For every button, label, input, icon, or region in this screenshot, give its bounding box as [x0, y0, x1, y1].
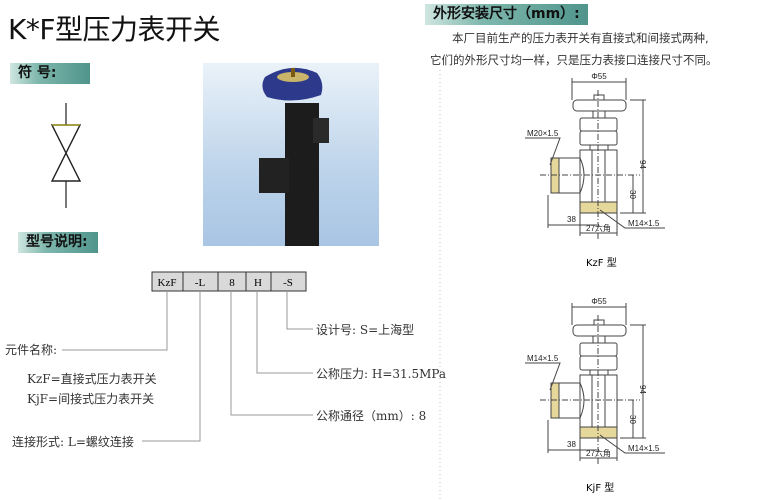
- diameter-label: Φ55: [591, 72, 607, 81]
- offset-label: 38: [567, 440, 576, 449]
- symbol-section-label: 符 号:: [10, 63, 90, 84]
- intro-line-2: 它们的外形尺寸均一样，只是压力表接口连接尺寸不同。: [430, 53, 718, 67]
- kzf-description: KzF=直接式压力表开关: [27, 372, 157, 386]
- product-photo: [203, 63, 379, 246]
- hex-label: 27六角: [586, 223, 611, 233]
- side-thread-label: M14×1.5: [527, 354, 559, 363]
- drawing-caption: KzF 型: [586, 256, 617, 269]
- model-code-l: -L: [195, 277, 206, 289]
- model-code-h: H: [254, 277, 262, 289]
- kjf-description: KjF=间接式压力表开关: [27, 392, 155, 406]
- page-title: K*F型压力表开关: [8, 13, 220, 46]
- model-code-8: 8: [229, 277, 235, 289]
- element-name-label: 元件名称:: [5, 343, 58, 357]
- bottom-thread-label: M14×1.5: [628, 219, 660, 228]
- model-code-box: KzF -L 8 H -S: [151, 271, 307, 292]
- hex-label: 27六角: [586, 448, 611, 458]
- port-height-label: 30: [628, 415, 637, 424]
- port-height-label: 30: [628, 190, 637, 199]
- dimension-drawing-kjf: Φ55 M14×1.5 M14×1.5 94 30 38 27六角 KjF 型: [525, 297, 665, 494]
- nominal-pressure-label: 公称压力: H=31.5MPa: [316, 367, 447, 381]
- intro-line-1: 本厂目前生产的压力表开关有直接式和间接式两种,: [452, 31, 709, 45]
- model-code-kzf: KzF: [158, 277, 177, 289]
- nominal-bore-label: 公称通径（mm）: 8: [316, 409, 427, 423]
- dimension-drawing-kzf: Φ55 M20×1.5 M14×1.5 94 30 38 27六角 KzF 型: [525, 72, 665, 269]
- connection-type-label: 连接形式: L=螺纹连接: [12, 435, 134, 449]
- drawing-caption: KjF 型: [586, 481, 614, 494]
- height-label: 94: [638, 160, 647, 169]
- offset-label: 38: [567, 215, 576, 224]
- bottom-thread-label: M14×1.5: [628, 444, 660, 453]
- dimensions-section-label: 外形安装尺寸（mm）:: [425, 4, 588, 25]
- leader-lines: [62, 291, 313, 442]
- valve-symbol-icon: [50, 103, 82, 208]
- valve-photo-illustration: [259, 67, 329, 246]
- side-thread-label: M20×1.5: [527, 129, 559, 138]
- height-label: 94: [638, 385, 647, 394]
- diameter-label: Φ55: [591, 297, 607, 306]
- design-number-label: 设计号: S=上海型: [316, 323, 415, 337]
- model-code-s: -S: [283, 277, 293, 289]
- model-section-label: 型号说明:: [18, 232, 98, 253]
